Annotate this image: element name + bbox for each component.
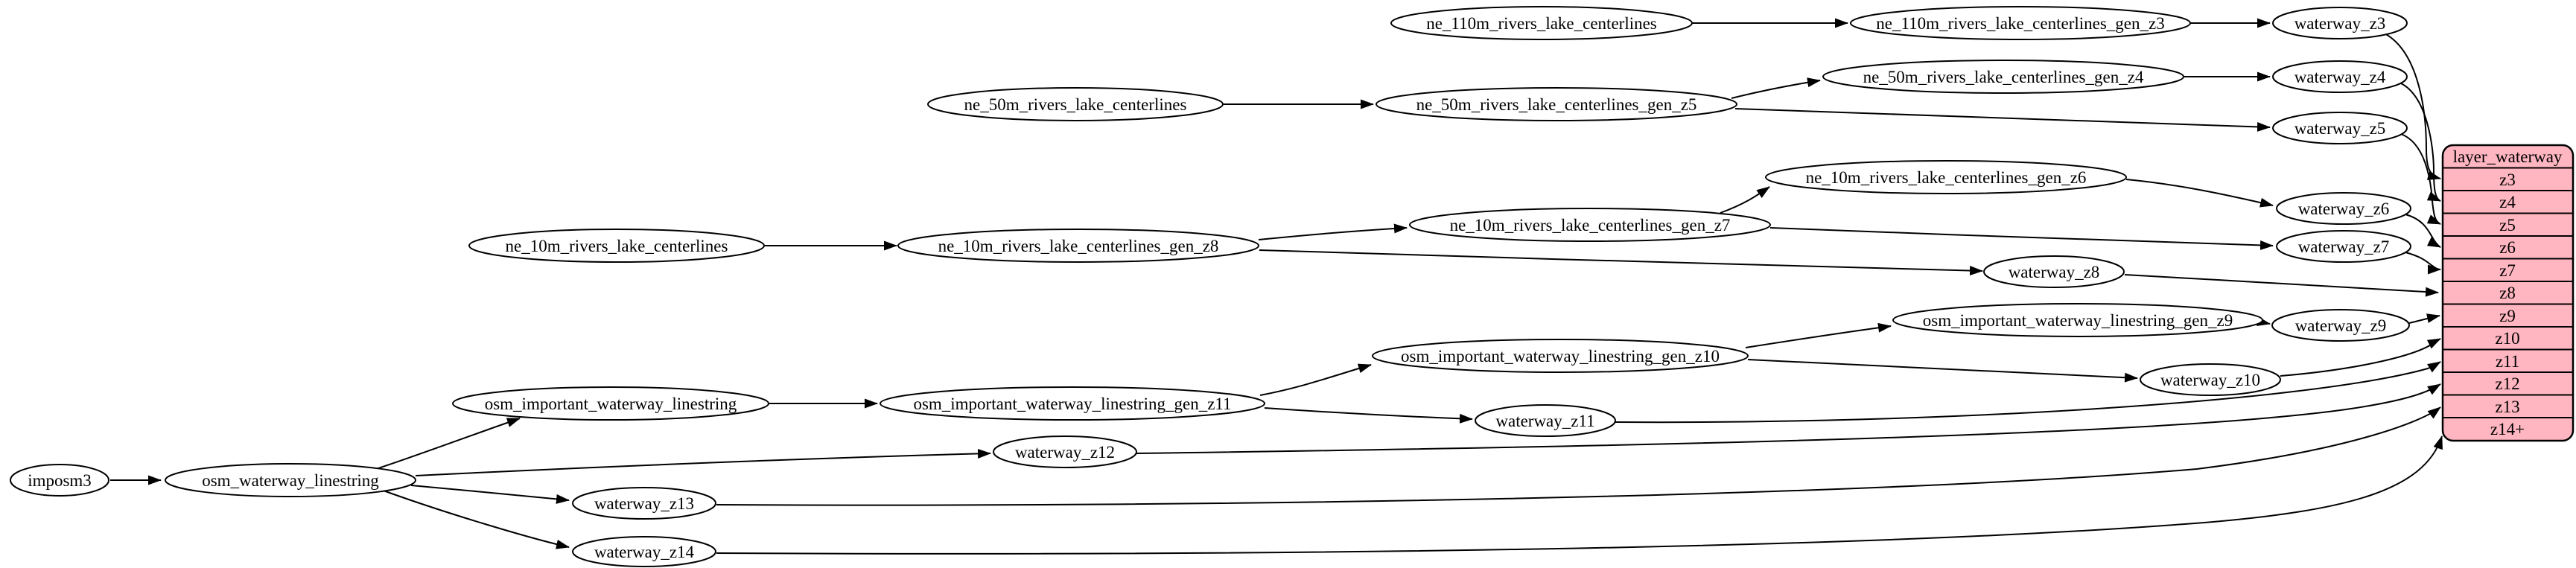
svg-text:ne_50m_rivers_lake_centerlines: ne_50m_rivers_lake_centerlines [964, 95, 1187, 114]
node-osm_waterway_linestring: osm_waterway_linestring [165, 463, 416, 497]
edge-waterway_z10-row_z10 [2280, 338, 2441, 377]
edge-gen_z9-waterway_z9 [2257, 316, 2271, 327]
record-separators [2443, 167, 2573, 418]
edge-waterway_z14-row_z14 [716, 435, 2443, 555]
svg-text:waterway_z14: waterway_z14 [594, 543, 695, 561]
record-row-z14: z14+ [2490, 420, 2525, 438]
node-ne_110m_rivers_lake_centerlines: ne_110m_rivers_lake_centerlines [1390, 6, 1693, 40]
svg-text:waterway_z13: waterway_z13 [594, 494, 694, 513]
edge-waterway_z5-row_z5 [2400, 133, 2441, 225]
edge-gen_z10-waterway_z10 [1747, 359, 2138, 383]
node-ne_10m_rivers_lake_centerlines_gen_z6: ne_10m_rivers_lake_centerlines_gen_z6 [1765, 160, 2127, 194]
node-waterway_z5: waterway_z5 [2272, 112, 2408, 144]
node-waterway_z6: waterway_z6 [2276, 192, 2411, 225]
record-row-z13: z13 [2495, 398, 2519, 416]
node-waterway_z10: waterway_z10 [2140, 363, 2281, 396]
edge-waterway_z6-row_z6 [2405, 214, 2441, 248]
edge-gen_z7-waterway_z7 [1769, 227, 2274, 250]
svg-text:osm_important_waterway_linestr: osm_important_waterway_linestring_gen_z9 [1923, 311, 2233, 330]
node-waterway_z9: waterway_z9 [2271, 309, 2410, 342]
edge-osm_waterway_linestring-osm_important_waterway_linestring [375, 418, 521, 470]
node-ne_50m_rivers_lake_centerlines_gen_z5: ne_50m_rivers_lake_centerlines_gen_z5 [1376, 87, 1737, 121]
svg-text:ne_50m_rivers_lake_centerlines: ne_50m_rivers_lake_centerlines_gen_z4 [1863, 68, 2144, 86]
record-row-z7: z7 [2499, 261, 2516, 280]
record-row-z10: z10 [2495, 329, 2519, 348]
svg-text:osm_important_waterway_linestr: osm_important_waterway_linestring [485, 395, 737, 413]
svg-text:osm_waterway_linestring: osm_waterway_linestring [202, 471, 379, 490]
node-waterway_z4: waterway_z4 [2272, 60, 2408, 93]
record-row-z4: z4 [2499, 193, 2516, 211]
nodes: imposm3 osm_waterway_linestring osm_impo… [10, 6, 2411, 567]
edge-gen_z7-gen_z6 [1720, 186, 1770, 214]
edge-osm_waterway_linestring-waterway_z12 [415, 448, 991, 476]
edge-osm_waterway_linestring-waterway_z13 [410, 485, 570, 504]
edge-waterway_z4-row_z4 [2399, 82, 2441, 202]
record-title: layer_waterway [2453, 147, 2563, 166]
svg-text:ne_110m_rivers_lake_centerline: ne_110m_rivers_lake_centerlines [1426, 14, 1657, 33]
node-imposm3: imposm3 [10, 464, 109, 497]
edge-gen_z5-gen_z4 [1731, 77, 1821, 99]
svg-text:ne_10m_rivers_lake_centerlines: ne_10m_rivers_lake_centerlines [506, 237, 728, 255]
edge-gen_z10-gen_z9 [1745, 322, 1892, 348]
edge-waterway_z12-row_z12 [1136, 383, 2441, 454]
svg-text:waterway_z11: waterway_z11 [1495, 412, 1594, 430]
edge-waterway_z3-row_z3 [2384, 33, 2441, 180]
node-ne_50m_rivers_lake_centerlines_gen_z4: ne_50m_rivers_lake_centerlines_gen_z4 [1822, 60, 2184, 94]
node-ne_10m_rivers_lake_centerlines_gen_z8: ne_10m_rivers_lake_centerlines_gen_z8 [897, 229, 1259, 263]
node-waterway_z11: waterway_z11 [1475, 404, 1616, 437]
svg-text:ne_50m_rivers_lake_centerlines: ne_50m_rivers_lake_centerlines_gen_z5 [1416, 95, 1697, 114]
edge-gen_z11-gen_z10 [1259, 363, 1372, 396]
node-waterway_z3: waterway_z3 [2272, 7, 2408, 39]
record-row-z11: z11 [2496, 352, 2519, 371]
svg-text:ne_10m_rivers_lake_centerlines: ne_10m_rivers_lake_centerlines_gen_z6 [1806, 168, 2087, 187]
record-row-z5: z5 [2499, 216, 2516, 234]
node-waterway_z13: waterway_z13 [572, 487, 716, 520]
svg-text:osm_important_waterway_linestr: osm_important_waterway_linestring_gen_z1… [1401, 347, 1720, 366]
svg-text:waterway_z4: waterway_z4 [2294, 68, 2386, 86]
svg-text:waterway_z12: waterway_z12 [1015, 443, 1115, 462]
node-ne_110m_rivers_lake_centerlines_gen_z3: ne_110m_rivers_lake_centerlines_gen_z3 [1850, 6, 2191, 40]
node-waterway_z14: waterway_z14 [572, 536, 716, 567]
svg-text:osm_important_waterway_linestr: osm_important_waterway_linestring_gen_z1… [913, 395, 1231, 413]
edge-waterway_z8-row_z8 [2124, 274, 2439, 297]
node-waterway_z7: waterway_z7 [2276, 230, 2411, 263]
record-row-z9: z9 [2499, 307, 2516, 325]
svg-text:waterway_z6: waterway_z6 [2298, 200, 2390, 218]
record-row-z3: z3 [2499, 170, 2516, 189]
svg-text:ne_110m_rivers_lake_centerline: ne_110m_rivers_lake_centerlines_gen_z3 [1876, 14, 2164, 33]
svg-text:waterway_z3: waterway_z3 [2294, 14, 2386, 33]
svg-text:waterway_z10: waterway_z10 [2160, 371, 2260, 389]
node-waterway_z12: waterway_z12 [993, 435, 1137, 468]
svg-text:waterway_z9: waterway_z9 [2295, 316, 2387, 335]
edge-gen_z8-waterway_z8 [1259, 249, 1983, 276]
node-ne_10m_rivers_lake_centerlines: ne_10m_rivers_lake_centerlines [468, 229, 765, 263]
node-osm_important_waterway_linestring: osm_important_waterway_linestring [452, 386, 769, 421]
edge-gen_z5-waterway_z5 [1734, 108, 2271, 132]
edge-gen_z8-gen_z7 [1258, 223, 1408, 240]
record-layer_waterway: layer_waterway z3 z4 z5 z6 z7 z8 z9 z10 … [2441, 144, 2575, 442]
edge-osm_waterway_linestring-waterway_z14 [381, 489, 570, 549]
svg-text:waterway_z8: waterway_z8 [2009, 263, 2100, 281]
svg-text:ne_10m_rivers_lake_centerlines: ne_10m_rivers_lake_centerlines_gen_z7 [1450, 216, 1731, 234]
edge-gen_z6-waterway_z6 [2125, 179, 2274, 208]
node-osm_important_waterway_linestring_gen_z11: osm_important_waterway_linestring_gen_z1… [880, 386, 1265, 421]
edge-waterway_z13-row_z13 [716, 406, 2441, 506]
record-row-z6: z6 [2499, 238, 2516, 257]
edge-waterway_z7-row_z7 [2405, 252, 2441, 275]
svg-text:waterway_z5: waterway_z5 [2294, 119, 2386, 138]
svg-text:imposm3: imposm3 [28, 471, 92, 490]
node-ne_50m_rivers_lake_centerlines: ne_50m_rivers_lake_centerlines [927, 87, 1224, 121]
svg-text:ne_10m_rivers_lake_centerlines: ne_10m_rivers_lake_centerlines_gen_z8 [938, 237, 1219, 255]
record-row-z12: z12 [2495, 374, 2519, 393]
svg-text:waterway_z7: waterway_z7 [2298, 237, 2390, 256]
record-row-z8: z8 [2499, 284, 2516, 302]
node-ne_10m_rivers_lake_centerlines_gen_z7: ne_10m_rivers_lake_centerlines_gen_z7 [1409, 208, 1771, 242]
edge-gen_z11-waterway_z11 [1264, 407, 1473, 424]
node-waterway_z8: waterway_z8 [1983, 255, 2125, 288]
edge-waterway_z9-row_z9 [2408, 313, 2440, 324]
node-osm_important_waterway_linestring_gen_z9: osm_important_waterway_linestring_gen_z9 [1892, 303, 2263, 337]
edge-waterway_z11-row_z11 [1615, 361, 2441, 424]
node-osm_important_waterway_linestring_gen_z10: osm_important_waterway_linestring_gen_z1… [1372, 339, 1749, 373]
edges [110, 18, 2443, 555]
